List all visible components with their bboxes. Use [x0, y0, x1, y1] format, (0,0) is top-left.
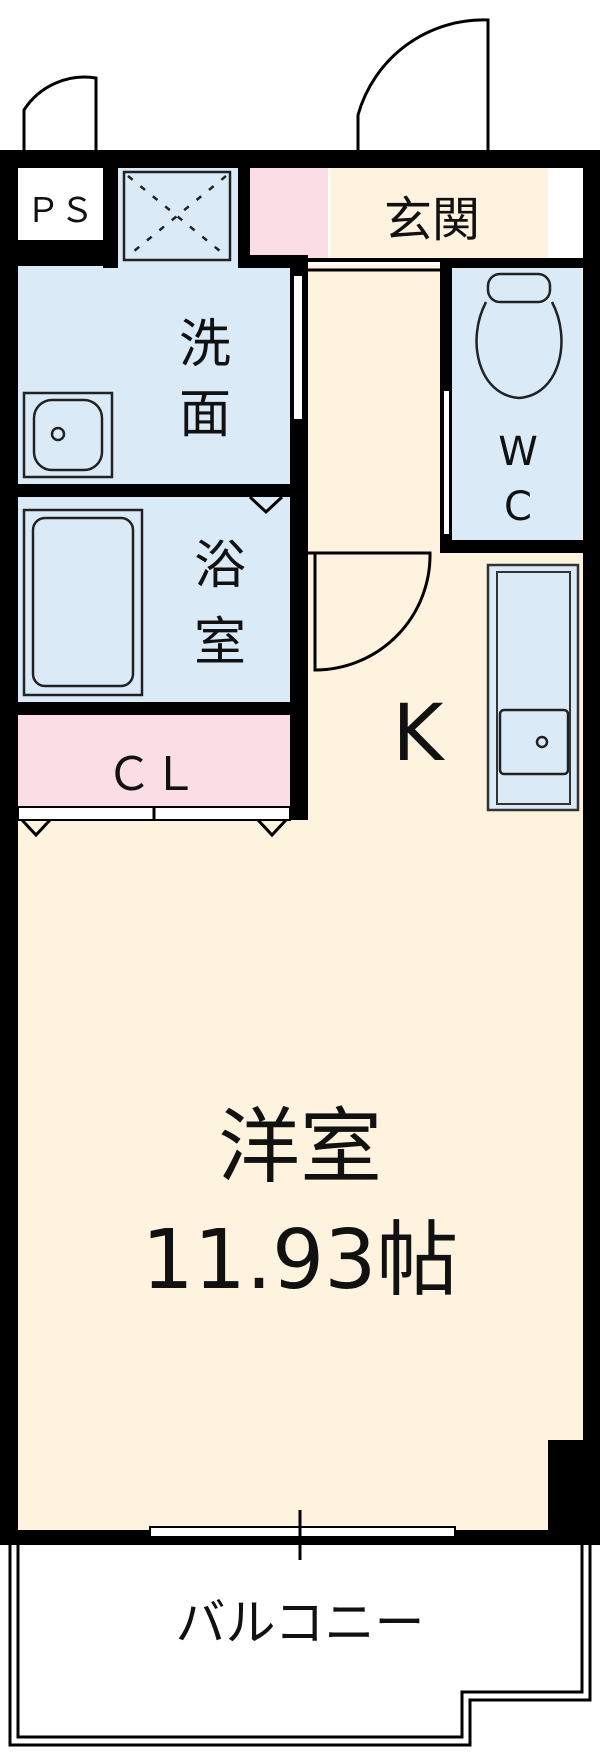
- ps-label: ＰＳ: [26, 191, 94, 231]
- labels: ＰＳ 玄関 洗 面 浴 室 W C ＣＬ K 洋室 11.93帖 バルコニー: [26, 191, 538, 1652]
- balcony-label: バルコニー: [176, 1594, 425, 1652]
- western-room-label: 洋室: [218, 1100, 382, 1195]
- entrance-area: [330, 168, 548, 260]
- closet-area: [18, 715, 290, 807]
- bath-label-2: 室: [194, 613, 246, 673]
- thin-lines: [8, 268, 592, 1747]
- bath-label-1: 浴: [194, 536, 246, 596]
- kitchen-counter-inner: [496, 571, 571, 805]
- fixtures: [22, 170, 570, 776]
- western-room-size: 11.93帖: [142, 1213, 459, 1308]
- washroom-area: [18, 266, 290, 484]
- bathroom-area: [18, 497, 290, 702]
- shoe-storage-area: [250, 168, 328, 260]
- entrance-label: 玄関: [384, 192, 480, 248]
- ps-area: [18, 168, 103, 240]
- doors: [22, 18, 490, 672]
- sink-icon: [498, 708, 570, 776]
- washbasin-icon: [22, 391, 114, 479]
- washroom-label-1: 洗: [179, 315, 231, 375]
- door-swing-icon: [22, 75, 98, 150]
- kitchen-label: K: [392, 689, 445, 779]
- washer-pan-icon: [122, 170, 232, 262]
- wc-label-1: W: [498, 429, 538, 475]
- wc-label-2: C: [504, 484, 532, 530]
- kitchen-counter: [486, 563, 580, 812]
- washroom-label-2: 面: [179, 385, 231, 445]
- wc-area: [452, 268, 582, 540]
- toilet-icon: [475, 272, 563, 400]
- door-swing-icon: [356, 18, 490, 150]
- bathtub-icon: [22, 508, 144, 697]
- door-swing-icon: [313, 551, 432, 672]
- closet-label: ＣＬ: [106, 747, 198, 801]
